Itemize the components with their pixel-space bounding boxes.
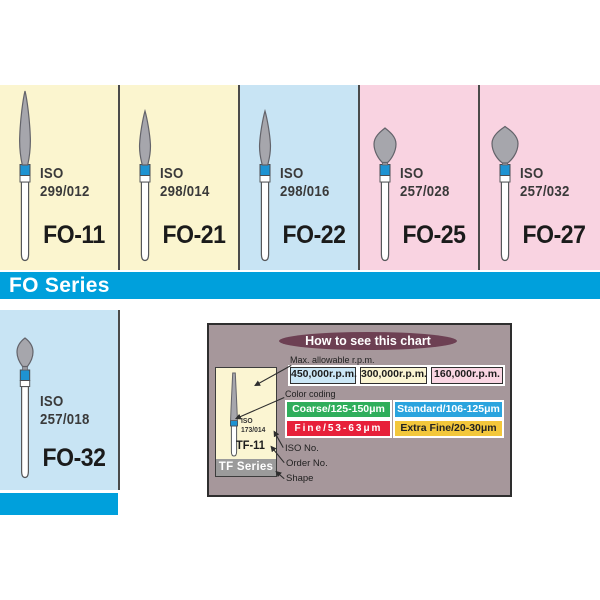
legend-box: How to see this chart Max. allowable r.p…: [207, 323, 512, 497]
sample-series-banner: TF Series: [216, 459, 276, 476]
rpm-label: Max. allowable r.p.m.: [290, 355, 375, 365]
bur-taper-flat-illustration: [229, 372, 238, 457]
grit-box-fine: Fine/53-63μm: [287, 421, 390, 436]
bur-flame-illustration: [258, 108, 272, 262]
model-label: FO-11: [43, 221, 105, 249]
sample-model-label: TF-11: [236, 438, 265, 452]
bur-bud-illustration: [373, 127, 397, 262]
order-no-label: Order No.: [286, 458, 328, 469]
model-label: FO-27: [522, 221, 586, 249]
legend-title-badge: How to see this chart: [279, 332, 457, 350]
next-series-banner-edge: [0, 493, 118, 515]
grit-box-standard: Standard/106-125μm: [395, 402, 502, 417]
series-banner: FO Series: [0, 272, 600, 299]
rpm-box-300k: 300,000r.p.m.: [360, 367, 427, 384]
bur-flame-long-illustration: [19, 90, 31, 262]
model-label: FO-22: [282, 221, 346, 249]
model-label: FO-32: [42, 444, 106, 472]
iso-no-label: ISO No.: [285, 443, 319, 454]
grit-box-extra-fine: Extra Fine/20-30μm: [395, 421, 502, 436]
bur-bud-small-illustration: [16, 337, 34, 479]
model-label: FO-21: [162, 221, 226, 249]
bur-bud-large-illustration: [491, 125, 519, 262]
bur-flame-illustration: [138, 108, 152, 262]
rpm-box-450k: 450,000r.p.m.: [290, 367, 357, 384]
rpm-box-160k: 160,000r.p.m.: [431, 367, 503, 384]
model-label: FO-25: [402, 221, 466, 249]
series-banner-label: FO Series: [9, 274, 110, 297]
legend-title: How to see this chart: [305, 334, 431, 348]
color-coding-label: Color coding: [285, 389, 336, 399]
grit-box-coarse: Coarse/125-150μm: [287, 402, 390, 417]
shape-label: Shape: [286, 473, 314, 484]
